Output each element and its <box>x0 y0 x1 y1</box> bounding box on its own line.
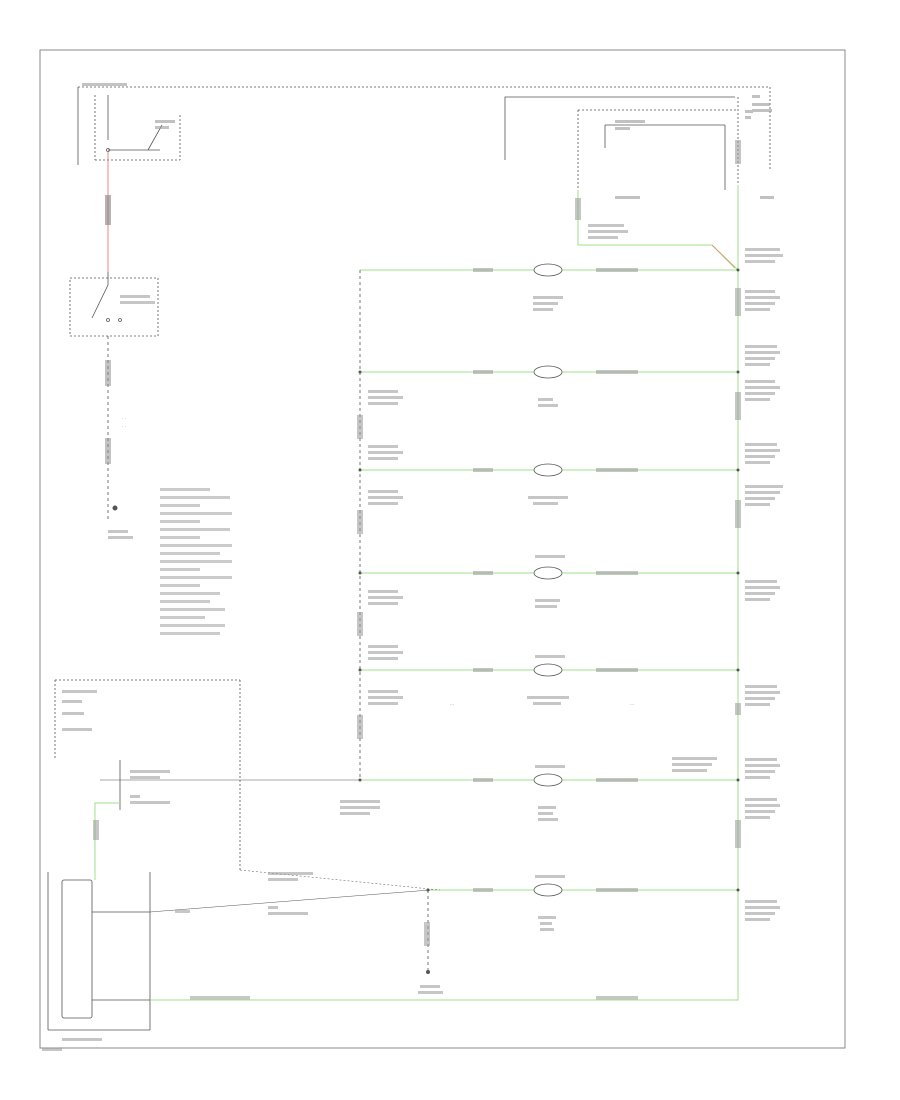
ground-bottom-symbol <box>426 970 430 974</box>
bulb-7-symbol <box>533 883 563 897</box>
diagram-frame <box>39 49 846 1049</box>
red-wire-label <box>105 195 111 225</box>
bulb-2-symbol <box>533 365 563 379</box>
bulb-row-5 <box>360 663 738 677</box>
bulb-4-symbol <box>533 566 563 580</box>
svg-text:···: ··· <box>450 702 454 707</box>
bulb-row-7 <box>425 883 738 897</box>
bulb-3-symbol <box>533 463 563 477</box>
right-top-circuit <box>504 87 771 190</box>
bulb-row-2 <box>360 365 738 379</box>
bulb-row-3 <box>360 463 738 477</box>
svg-text:···: ··· <box>630 702 634 707</box>
lamp-switch <box>69 272 159 520</box>
left-column-circuit <box>77 86 770 165</box>
ground-left-symbol <box>112 505 118 511</box>
svg-text:· ·: · · <box>122 424 126 429</box>
bulb-5-symbol <box>533 663 563 677</box>
bulb-1-symbol <box>533 263 563 277</box>
svg-text:· ·: · · <box>122 416 126 421</box>
bulb-6-symbol <box>533 773 563 787</box>
bulb-row-4 <box>360 566 738 580</box>
bulb-row-6 <box>100 773 738 787</box>
legend <box>160 488 232 635</box>
instrument-cluster <box>47 679 441 1031</box>
bulb-rows <box>100 263 738 897</box>
